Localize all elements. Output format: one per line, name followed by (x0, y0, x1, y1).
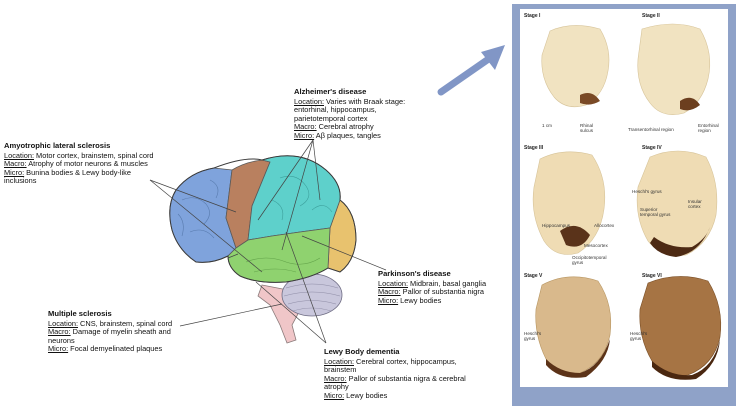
slice-stage-3-stain (560, 225, 590, 247)
lbd-micro-key: Micro: (324, 390, 345, 400)
stage-5-label: Stage V (524, 273, 543, 279)
ms-macro: Damage of myelin sheath and (70, 327, 171, 337)
ms-micro: Focal demyelinated plaques (68, 344, 163, 354)
slice-stage-3 (532, 151, 606, 255)
mesocortex-label: Mesocortex (584, 243, 608, 248)
hippocampus-label: Hippocampus (542, 223, 571, 228)
alz-micro-key: Micro: (294, 130, 315, 140)
alz-title: Alzheimer's disease (294, 87, 367, 96)
als-location-key: Location: (4, 150, 34, 160)
als-macro: Atrophy of motor neurons & muscles (26, 159, 148, 169)
als-annotation: Amyotrophic lateral sclerosis Location: … (4, 141, 204, 186)
pd-micro: Lewy bodies (398, 295, 442, 305)
stage-3-label: Stage III (524, 145, 544, 151)
slice-stage-4 (636, 150, 718, 256)
lbd-macro: Pallor of substantia nigra & cerebral (346, 373, 466, 383)
ms-location: CNS, brainstem, spinal cord (78, 318, 173, 328)
entorhinal-label: Entorhinal region (698, 123, 719, 133)
insular-label: Insular cortex (688, 199, 702, 209)
superior-temporal-label: Superior temporal gyrus (640, 207, 671, 217)
alz-location-cont2: parietotemporal cortex (294, 113, 368, 123)
pd-location-key: Location: (378, 278, 408, 288)
pd-micro-key: Micro: (378, 295, 399, 305)
lbd-macro-key: Macro: (324, 373, 347, 383)
stage-6-label: Stage VI (642, 273, 662, 279)
heschl-stage-6-label: Heschl's gyrus (630, 331, 648, 341)
stage-4-label: Stage IV (642, 145, 662, 151)
alz-location: Varies with Braak stage: (324, 96, 406, 106)
ms-macro-key: Macro: (48, 327, 71, 337)
scale-label: 1 cm (542, 123, 552, 128)
arrow-icon (437, 45, 505, 96)
ms-title: Multiple sclerosis (48, 309, 112, 318)
alzheimers-annotation: Alzheimer's disease Location: Varies wit… (294, 87, 444, 141)
als-location: Motor cortex, brainstem, spinal cord (34, 150, 154, 160)
lbd-title: Lewy Body dementia (324, 347, 400, 356)
heschl-stage-5-label: Heschl's gyrus (524, 331, 542, 341)
slice-stage-2 (637, 23, 711, 115)
alz-location-key: Location: (294, 96, 324, 106)
stage-2-label: Stage II (642, 13, 660, 19)
transentorhinal-label: Transentorhinal region (628, 127, 674, 132)
als-micro-key: Micro: (4, 167, 25, 177)
lbd-micro: Lewy bodies (344, 390, 388, 400)
rhinal-sulcus-label: Rhinal sulcus (580, 123, 594, 133)
lbd-macro-cont: atrophy (324, 382, 349, 392)
occipitotemporal-label: Occipitotemporal gyrus (572, 255, 607, 265)
slice-stage-5 (535, 276, 612, 374)
slice-stage-1 (541, 25, 610, 108)
alz-macro-key: Macro: (294, 122, 317, 132)
brain-slices (532, 23, 722, 380)
braak-stage-figure: Stage I Stage II Stage III Stage IV Stag… (520, 9, 728, 387)
als-title: Amyotrophic lateral sclerosis (4, 141, 111, 150)
braak-stage-panel: Stage I Stage II Stage III Stage IV Stag… (512, 4, 736, 406)
lewy-body-annotation: Lewy Body dementia Location: Cerebral co… (324, 347, 484, 401)
leader-lines (149, 139, 387, 344)
slice-stage-6-stain (652, 339, 720, 380)
slice-stage-4-stain (650, 227, 710, 257)
pd-macro-key: Macro: (378, 287, 401, 297)
slice-stage-5-stain (546, 339, 610, 378)
alz-macro: Cerebral atrophy (316, 122, 374, 132)
ms-macro-cont: neurons (48, 335, 75, 345)
ms-location-key: Location: (48, 318, 78, 328)
ms-annotation: Multiple sclerosis Location: CNS, brains… (48, 309, 208, 354)
lbd-location-cont: brainstem (324, 365, 357, 375)
brain-outline (169, 155, 357, 283)
lbd-location-key: Location: (324, 356, 354, 366)
alz-micro: Aβ plaques, tangles (314, 130, 381, 140)
parkinsons-annotation: Parkinson's disease Location: Midbrain, … (378, 269, 508, 305)
ms-micro-key: Micro: (48, 344, 69, 354)
als-micro: Bunina bodies & Lewy body-like (24, 167, 131, 177)
als-macro-key: Macro: (4, 159, 27, 169)
slice-stage-6 (639, 276, 722, 376)
allocortex-label: Allocortex (594, 223, 615, 228)
alz-location-cont1: entorhinal, hippocampus, (294, 105, 377, 115)
lbd-location: Cerebral cortex, hippocampus, (354, 356, 457, 366)
stage-1-label: Stage I (524, 13, 541, 19)
pd-location: Midbrain, basal ganglia (408, 278, 487, 288)
pd-title: Parkinson's disease (378, 269, 451, 278)
pd-macro: Pallor of substantia nigra (400, 287, 484, 297)
heschl-stage-4-label: Heschl's gyrus (632, 189, 662, 194)
slice-stage-1-stain (580, 93, 600, 105)
slice-stage-2-stain (680, 97, 700, 111)
als-micro-cont: inclusions (4, 176, 37, 186)
